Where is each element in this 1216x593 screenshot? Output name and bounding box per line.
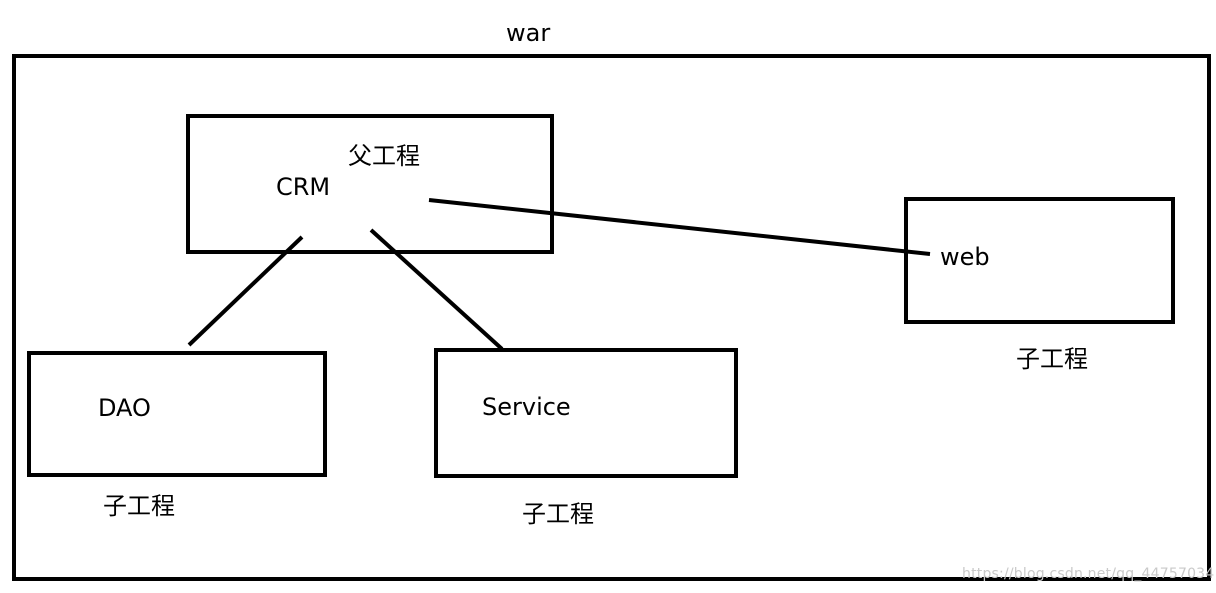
dao-role-label: 子工程	[103, 492, 175, 520]
dao-box	[27, 351, 327, 477]
crm-name-label: CRM	[276, 173, 331, 201]
dao-name-label: DAO	[98, 394, 151, 422]
service-role-label: 子工程	[522, 500, 594, 528]
crm-service-connector	[369, 228, 504, 351]
watermark-text: https://blog.csdn.net/qq_44757034	[962, 566, 1215, 582]
crm-web-connector	[428, 198, 931, 256]
service-name-label: Service	[482, 393, 571, 421]
web-name-label: web	[940, 243, 990, 271]
web-role-label: 子工程	[1016, 345, 1088, 373]
war-label: war	[506, 19, 551, 47]
crm-role-label: 父工程	[348, 142, 420, 170]
web-box	[904, 197, 1175, 324]
crm-box	[186, 114, 554, 254]
service-box	[434, 348, 738, 478]
war-container-box	[12, 54, 1211, 581]
crm-dao-connector	[187, 235, 304, 347]
